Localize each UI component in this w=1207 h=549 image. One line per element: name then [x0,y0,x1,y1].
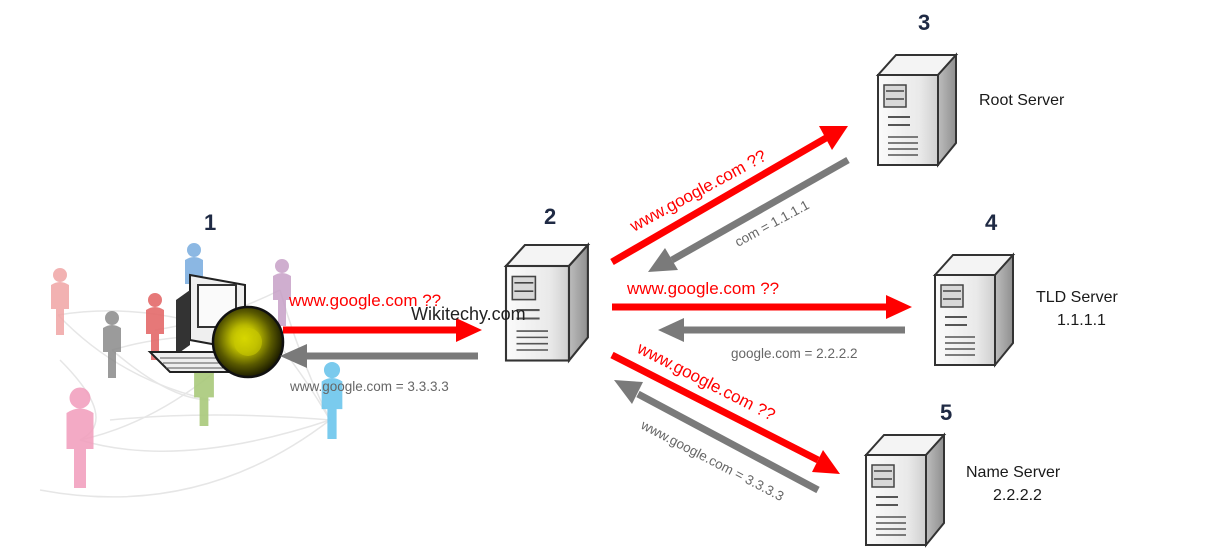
globe-icon [211,305,285,379]
step-number-3: 3 [918,10,930,35]
query-label-root: www.google.com ?? [626,146,770,236]
response-arrow-tld-to-resolver [658,318,905,342]
response-arrow-root-to-resolver [648,156,850,272]
step-number-2: 2 [544,204,556,229]
response-arrow-name-to-resolver [614,380,820,494]
name-server-label: Name Server [966,464,1061,481]
query-arrow-resolver-to-name [610,351,840,474]
step-number-4: 4 [985,210,998,235]
tld-server-ip: 1.1.1.1 [1057,312,1106,329]
tld-server-label: TLD Server [1036,289,1118,306]
person-icon [321,361,343,439]
root-server-label: Root Server [979,92,1065,109]
query-arrow-resolver-to-root [610,126,848,266]
query-arrow-client-to-resolver [283,318,482,342]
step-number-1: 1 [204,210,216,235]
name-server-ip: 2.2.2.2 [993,487,1042,504]
person-icon [146,293,164,360]
step-number-5: 5 [940,400,952,425]
response-label-tld: google.com = 2.2.2.2 [731,346,857,361]
query-arrow-resolver-to-tld [612,295,912,319]
person-icon [103,311,121,378]
person-icon [51,268,69,335]
resolver-server-icon [504,243,589,362]
response-arrow-resolver-to-client [280,344,478,368]
query-label-tld: www.google.com ?? [626,279,779,298]
person-icon [66,387,94,488]
name-server-icon [865,434,945,546]
watermark-text: Wikitechy.com [411,304,526,324]
root-server-icon [877,54,957,166]
tld-server-icon [934,254,1014,366]
response-label-client: www.google.com = 3.3.3.3 [289,379,449,394]
query-label-client: www.google.com ?? [288,291,441,310]
